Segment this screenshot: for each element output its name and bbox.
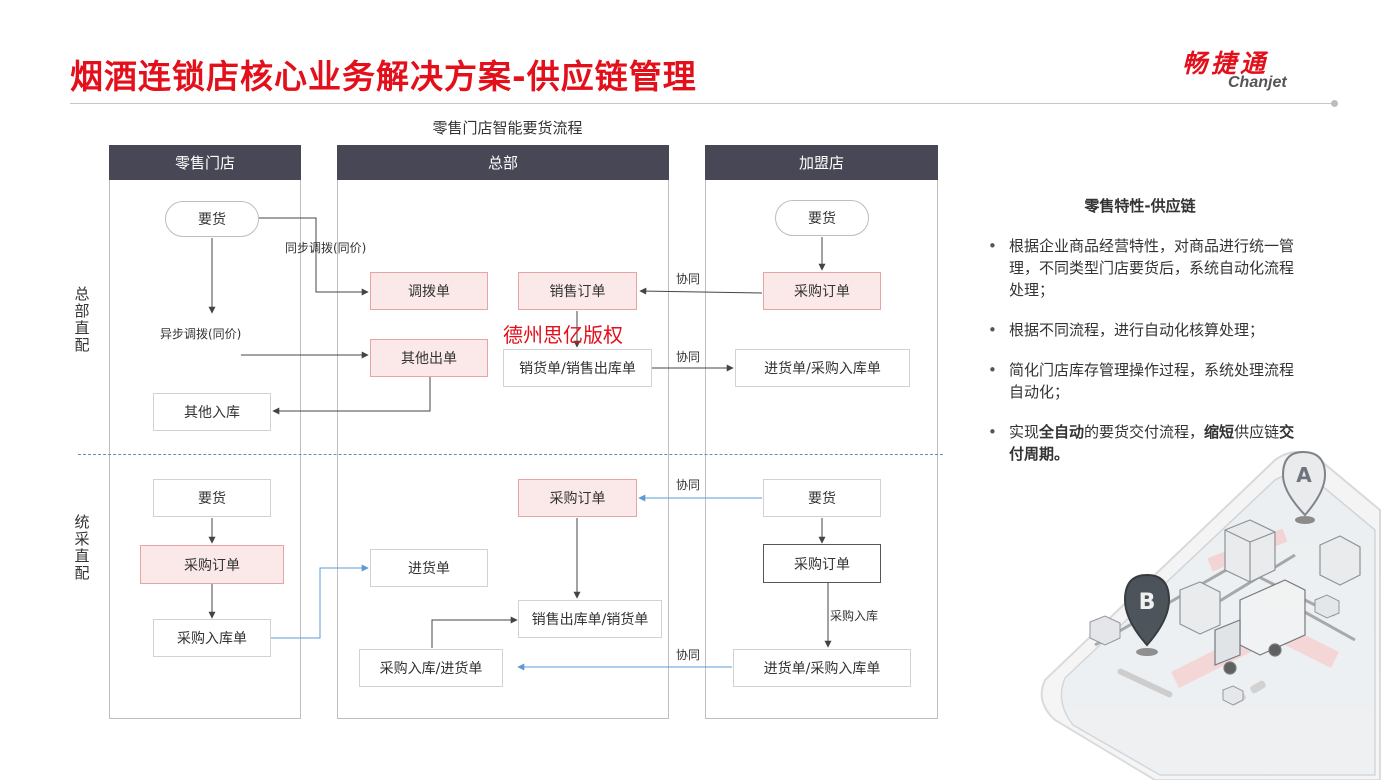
node-franchise-request-2: 要货	[763, 479, 881, 517]
edge-label-collab-3: 协同	[676, 478, 701, 492]
arrow-store-in-to-hq-receipt	[271, 564, 369, 639]
node-hq-sales-out: 销售出库单/销货单	[518, 600, 662, 638]
edge-label-async-transfer: 异步调拨(同价)	[160, 327, 242, 341]
lane-header-franchise: 加盟店	[705, 145, 938, 180]
node-franchise-in-1: 进货单/采购入库单	[735, 349, 910, 387]
node-store-in: 采购入库单	[153, 619, 271, 657]
node-sales-order: 销售订单	[518, 272, 637, 310]
lane-header-store: 零售门店	[109, 145, 301, 180]
feature-item: 根据企业商品经营特性，对商品进行统一管理，不同类型门店要货后，系统自动化流程处理…	[985, 235, 1305, 301]
node-franchise-po-2: 采购订单	[763, 544, 881, 583]
node-store-request-1: 要货	[165, 201, 259, 237]
feature-item: 简化门店库存管理操作过程，系统处理流程自动化；	[985, 359, 1305, 403]
node-franchise-po-1: 采购订单	[763, 272, 881, 310]
edge-label-collab-2: 协同	[676, 350, 701, 364]
node-hq-purchase-in: 采购入库/进货单	[359, 649, 503, 687]
node-transfer-order: 调拨单	[370, 272, 488, 310]
arrow-sync-transfer	[259, 217, 369, 296]
lane-header-hq: 总部	[337, 145, 669, 180]
node-franchise-in-2: 进货单/采购入库单	[733, 649, 911, 687]
divider-end-dot	[1331, 100, 1338, 107]
brand-logo-subtitle: Chanjet	[1228, 74, 1287, 91]
node-sales-out: 销货单/销售出库单	[503, 349, 652, 387]
arrow-purchase-in-to-sales-out	[431, 616, 518, 648]
feature-item: 根据不同流程，进行自动化核算处理；	[985, 319, 1305, 341]
edge-label-collab-1: 协同	[676, 272, 701, 286]
arrow-other-out-to-in	[272, 377, 431, 415]
brand-logo-text: 畅捷通	[1182, 49, 1270, 78]
flow-title: 零售门店智能要货流程	[432, 119, 583, 137]
node-other-out: 其他出单	[370, 339, 488, 377]
node-hq-po: 采购订单	[518, 479, 637, 517]
node-other-in: 其他入库	[153, 393, 271, 431]
feature-list: 根据企业商品经营特性，对商品进行统一管理，不同类型门店要货后，系统自动化流程处理…	[985, 235, 1305, 483]
section-label-unified: 统采直配	[74, 513, 90, 582]
edge-label-purchase-in: 采购入库	[830, 609, 879, 623]
node-franchise-request-1: 要货	[775, 200, 869, 236]
section-label-hq-direct: 总部直配	[74, 285, 90, 354]
node-hq-receipt: 进货单	[370, 549, 488, 587]
node-store-po: 采购订单	[140, 545, 284, 584]
page-title: 烟酒连锁店核心业务解决方案-供应链管理	[70, 57, 697, 96]
section-divider	[78, 454, 943, 455]
logistics-phone-illustration: A B	[1035, 440, 1385, 780]
watermark-text: 德州思亿版权	[503, 323, 623, 347]
node-store-request-2: 要货	[153, 479, 271, 517]
edge-label-collab-4: 协同	[676, 648, 701, 662]
arrow-collab-po-to-sales	[639, 287, 763, 295]
edge-label-sync-transfer: 同步调拨(同价)	[285, 241, 367, 255]
side-panel-title: 零售特性-供应链	[1084, 197, 1196, 215]
title-divider	[70, 103, 1332, 104]
